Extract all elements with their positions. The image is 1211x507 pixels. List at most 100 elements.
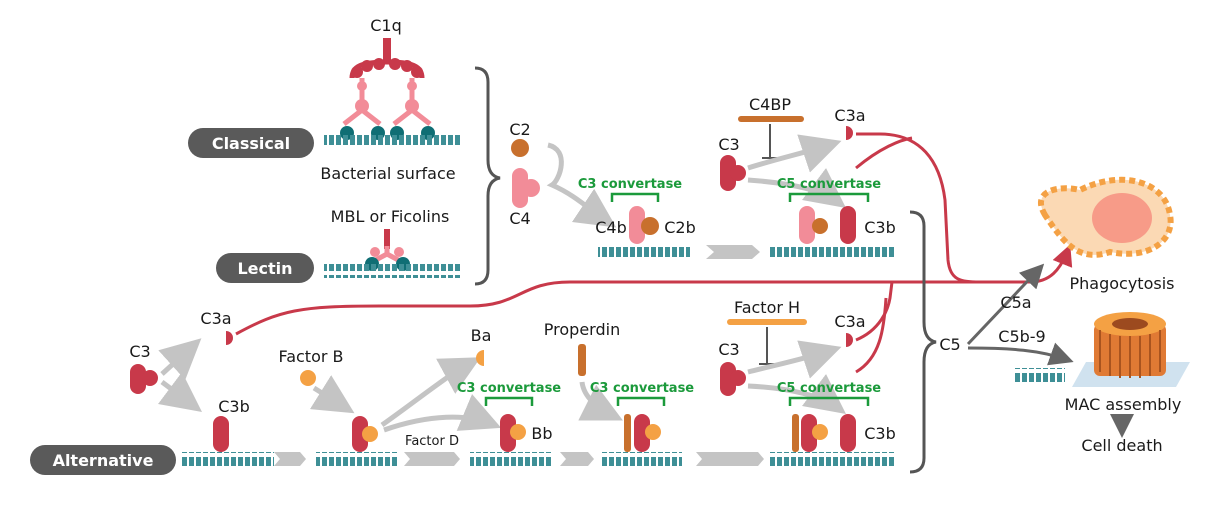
step-arrow-alt-3 (560, 452, 594, 466)
label-mac-assembly: MAC assembly (1065, 395, 1182, 414)
mac-pore (1072, 312, 1190, 387)
label-c3-convertase-alt2: C3 convertase (590, 381, 694, 396)
label-mbl: MBL or Ficolins (331, 207, 450, 226)
brace-classical-lectin (474, 66, 501, 286)
c3bbb-complex (500, 414, 526, 452)
label-c3b-bot: C3b (864, 424, 896, 443)
properdin-molecule (578, 344, 586, 376)
c4-molecule (512, 168, 540, 208)
label-factor-b: Factor B (278, 347, 343, 366)
pill-alternative: Alternative (30, 445, 176, 475)
step-arrow-top (706, 245, 760, 259)
label-c4b: C4b (595, 218, 627, 237)
membrane-c5-conv-top (770, 244, 896, 258)
label-c5-convertase-top: C5 convertase (777, 177, 881, 192)
label-cell-death: Cell death (1081, 436, 1162, 455)
arrow-c3-c3a-bot (747, 340, 842, 379)
label-c3-convertase-top: C3 convertase (578, 177, 682, 192)
label-c5-convertase-bot: C5 convertase (777, 381, 881, 396)
label-ba: Ba (471, 326, 492, 345)
label-phagocytosis: Phagocytosis (1070, 274, 1175, 293)
bracket-c3-conv-alt2 (616, 396, 666, 406)
c3a-molecule-bot (846, 333, 853, 347)
c5-convertase-bot-complex (792, 414, 856, 452)
label-properdin: Properdin (544, 320, 620, 339)
label-alt-c3: C3 (129, 342, 150, 361)
red-path-c5conv-bot (855, 297, 888, 374)
label-c3b-top: C3b (864, 218, 896, 237)
pill-alternative-label: Alternative (53, 451, 154, 470)
bracket-c3-conv-top (610, 192, 660, 202)
arrow-to-ba (380, 357, 481, 428)
label-alt-c3b: C3b (218, 397, 250, 416)
ba-molecule (476, 350, 484, 366)
label-c2: C2 (509, 120, 530, 139)
label-factor-d: Factor D (405, 434, 459, 449)
red-path-c5conv-top (855, 136, 913, 170)
arrow-properdin (578, 381, 623, 421)
label-c3a-top: C3a (834, 106, 865, 125)
inhibit-c4bp (762, 124, 778, 159)
arrow-alt-c3-c3b (158, 372, 202, 412)
label-c3-convertase-alt: C3 convertase (457, 381, 561, 396)
membrane-alt-4 (600, 452, 682, 466)
bracket-c5-conv-bot (788, 396, 870, 406)
c3-molecule-top (720, 155, 746, 191)
membrane-mac (1015, 368, 1065, 382)
pill-lectin-label: Lectin (237, 259, 292, 278)
c4bp-bar (738, 116, 804, 122)
arrow-c2-c4 (546, 142, 617, 228)
label-c3a-bot: C3a (834, 312, 865, 331)
arrow-c3-c3a-top (747, 134, 842, 173)
label-c4bp: C4BP (749, 95, 791, 114)
alt-c3-molecule (130, 364, 158, 394)
pill-classical: Classical (188, 128, 314, 158)
factor-b-molecule (300, 370, 316, 386)
label-bb: Bb (531, 424, 552, 443)
c1q-molecule (340, 38, 435, 140)
alt-c3a-molecule (226, 331, 233, 345)
brace-c5 (909, 210, 937, 474)
membrane-alt-3 (470, 452, 552, 466)
label-factor-h: Factor H (734, 298, 800, 317)
label-c2b: C2b (664, 218, 696, 237)
c2-molecule (511, 139, 529, 157)
c4b2b-complex (629, 206, 659, 244)
step-arrow-alt-1 (274, 452, 306, 466)
inhibit-factor-h (759, 327, 775, 365)
arrow-c5a (966, 263, 1045, 346)
step-arrow-factor-d (404, 452, 460, 466)
c5-convertase-top-complex (799, 206, 856, 244)
c3-molecule-bot (720, 362, 746, 396)
red-path-alt-c3a (235, 280, 1030, 336)
membrane-alt-1 (180, 452, 274, 466)
membrane-alt-2 (316, 452, 398, 466)
arrow-factor-b (309, 375, 355, 414)
pill-classical-label: Classical (212, 134, 290, 153)
label-alt-c3a: C3a (200, 309, 231, 328)
red-path-c3a-top (856, 132, 1073, 284)
factor-h-bar (727, 319, 807, 325)
arrow-c3-c3b-bot (747, 374, 847, 414)
pill-lectin: Lectin (216, 253, 314, 283)
bracket-c3-conv-alt (484, 396, 534, 406)
label-c5a: C5a (1000, 293, 1031, 312)
label-c3-bot: C3 (718, 340, 739, 359)
c3bbbp-complex (624, 414, 661, 452)
arrow-c5b9 (967, 342, 1074, 366)
arrow-alt-c3-c3a (158, 338, 202, 380)
arrow-to-bb (383, 394, 502, 433)
label-c1q: C1q (370, 16, 402, 35)
membrane-c3-conv-top (598, 244, 690, 258)
membrane-lectin (324, 264, 460, 278)
membrane-classical (324, 134, 460, 148)
label-c5: C5 (939, 335, 960, 354)
membrane-c5-conv-bot (770, 452, 896, 466)
label-c3-top: C3 (718, 135, 739, 154)
label-c5b9: C5b-9 (998, 327, 1045, 346)
label-c4: C4 (509, 209, 530, 228)
phagocyte-cell (1038, 176, 1174, 258)
c3b-factor-b-complex (352, 416, 378, 452)
arrow-c3-c3b-top (747, 168, 847, 208)
